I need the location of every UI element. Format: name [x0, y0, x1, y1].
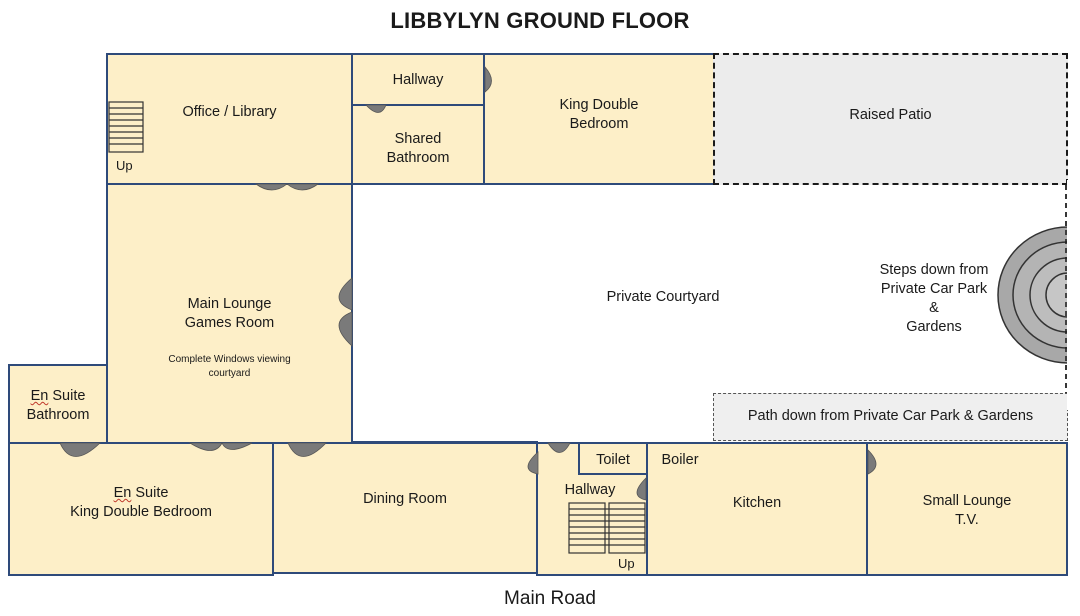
raised-patio: Raised Patio [713, 53, 1068, 185]
stairs-icon [108, 101, 144, 153]
room-label-rest: Suite King Double Bedroom [70, 485, 212, 520]
door-icon [221, 442, 253, 450]
room-label: Hallway [392, 72, 444, 88]
garden-path: Path down from Private Car Park & Garden… [713, 393, 1068, 441]
stairs-icon [568, 502, 646, 554]
room-kitchen: Kitchen [646, 473, 868, 576]
room-king-double-bedroom: King Double Bedroom [483, 53, 715, 185]
door-icon [188, 442, 223, 451]
room-label: Office / Library [182, 104, 277, 120]
room-label: Small Lounge T.V. [922, 493, 1012, 528]
road-label: Main Road [504, 588, 596, 609]
door-icon [59, 442, 101, 457]
stair-up-label: Up [618, 556, 635, 571]
door-icon [867, 449, 877, 475]
room-label: Shared Bathroom [386, 131, 450, 166]
room-en-suite-bathroom: En Suite Bathroom [8, 364, 108, 444]
room-toilet: Toilet [578, 442, 648, 475]
door-icon [547, 442, 571, 453]
room-label: Toilet [596, 452, 630, 468]
room-label: Raised Patio [849, 107, 932, 123]
door-icon [338, 311, 353, 347]
room-label: Hallway [564, 482, 616, 498]
door-icon [636, 477, 647, 501]
room-label-word: En [30, 388, 49, 404]
room-small-lounge: Small Lounge T.V. [866, 442, 1068, 576]
room-label-rest: Suite Bathroom [26, 388, 90, 423]
room-label: Kitchen [732, 495, 782, 511]
door-icon [254, 183, 289, 191]
steps-label: Steps down from Private Car Park & Garde… [879, 262, 989, 335]
door-icon [338, 277, 353, 311]
door-icon [484, 65, 492, 93]
room-label-word: En [113, 485, 132, 501]
stair-up-label: Up [116, 158, 133, 173]
room-label: En Suite Bathroom [10, 387, 106, 425]
room-shared-bathroom: Shared Bathroom [351, 104, 485, 185]
room-label: En Suite King Double Bedroom [10, 484, 272, 522]
courtyard-label: Private Courtyard [606, 289, 720, 305]
room-en-suite-king-bedroom: En Suite King Double Bedroom [8, 442, 274, 576]
door-icon [285, 183, 320, 191]
door-icon [527, 451, 539, 475]
door-icon [287, 442, 327, 457]
plan-title: LIBBYLYN GROUND FLOOR [390, 8, 690, 33]
room-label: Main Lounge Games Room [184, 296, 275, 331]
room-label: Dining Room [363, 491, 447, 507]
room-label: Path down from Private Car Park & Garden… [747, 408, 1034, 424]
room-office-library: Office / Library Up [106, 53, 353, 185]
room-label: Boiler [661, 452, 699, 468]
door-icon [365, 104, 387, 113]
room-label: King Double Bedroom [559, 97, 639, 132]
room-note: Complete Windows viewing courtyard [168, 354, 291, 379]
